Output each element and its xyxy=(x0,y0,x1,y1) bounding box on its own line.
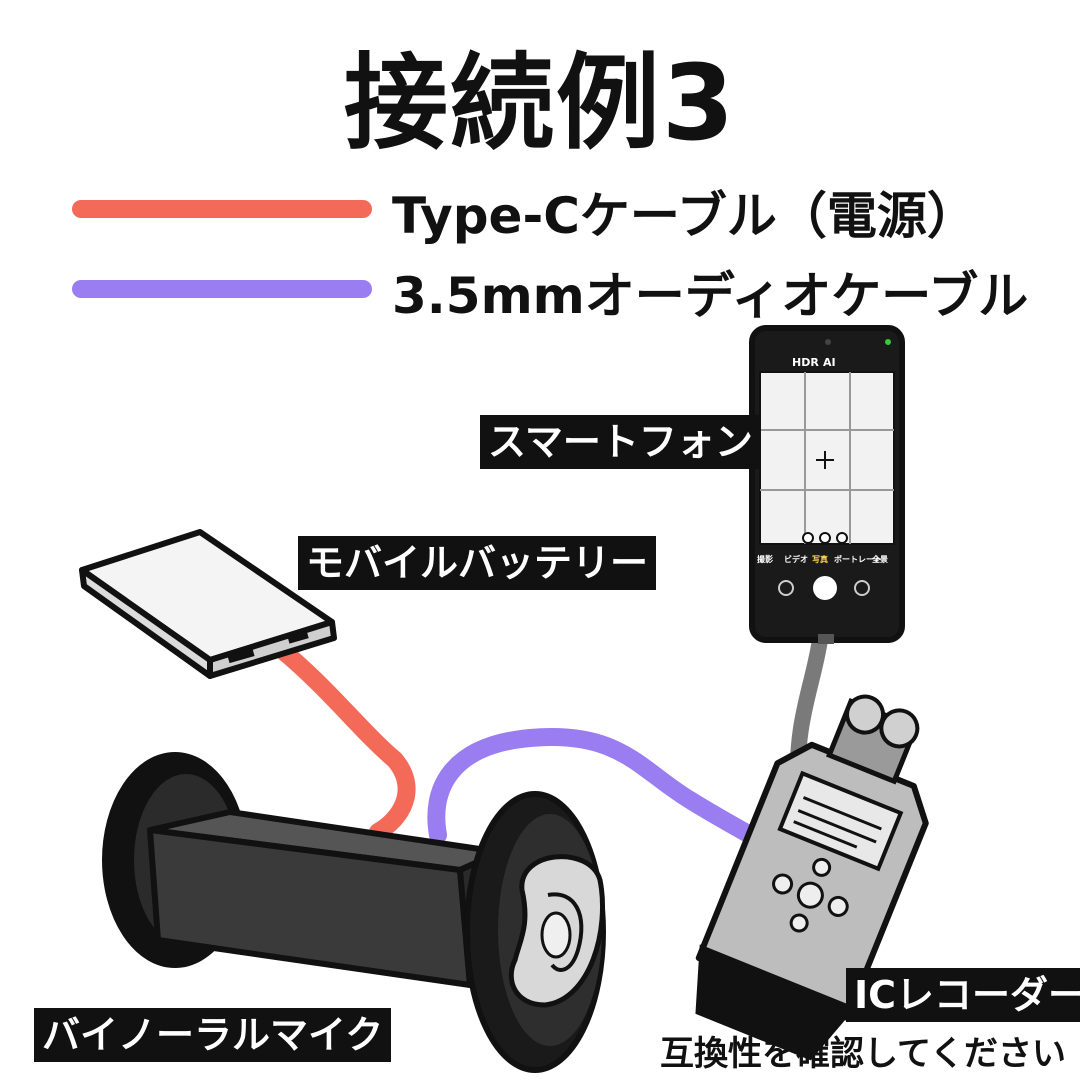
compatibility-note: 互換性を確認してください xyxy=(660,1034,1066,1074)
binaural-mic-illustration xyxy=(102,752,606,1073)
label-mic: バイノーラルマイク xyxy=(34,1008,392,1062)
audio-cable xyxy=(427,728,799,867)
phone-ai-label: AI xyxy=(823,356,836,369)
phone-mode-3: ポートレート xyxy=(834,554,882,564)
legend-line-audio xyxy=(72,280,372,298)
smartphone-illustration xyxy=(749,325,905,644)
label-battery: モバイルバッテリー xyxy=(298,536,657,590)
typec-cable xyxy=(273,641,416,841)
phone-hdr-label: HDR xyxy=(792,356,819,369)
mobile-battery-illustration xyxy=(79,529,337,679)
legend-label-audio: 3.5mmオーディオケーブル xyxy=(392,267,1029,325)
phone-mode-2: 写真 xyxy=(812,554,828,564)
ic-recorder-illustration xyxy=(695,694,929,1061)
label-smartphone: スマートフォン xyxy=(480,415,761,469)
phone-mode-4: 全景 xyxy=(871,554,888,564)
label-recorder: ICレコーダー xyxy=(846,968,1080,1022)
legend-label-typec: Type-Cケーブル（電源） xyxy=(392,187,977,245)
page-title: 接続例3 xyxy=(343,42,737,164)
phone-mode-0: 撮影 xyxy=(757,554,773,564)
phone-mode-1: ビデオ xyxy=(784,554,808,564)
legend-line-typec xyxy=(72,200,372,218)
